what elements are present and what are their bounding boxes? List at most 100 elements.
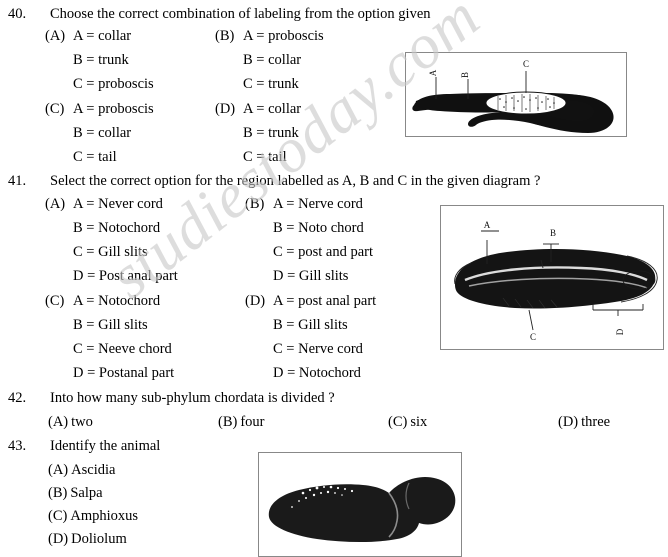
option-text: three [581, 414, 611, 430]
figure-label-d: D [615, 328, 625, 335]
question-41-option-d-line3: C = Nerve cord [273, 341, 363, 357]
question-42-option-c[interactable]: (C)six [388, 414, 427, 430]
question-42-number: 42. [8, 390, 27, 406]
option-line: C = trunk [243, 76, 299, 92]
question-40-stem: Choose the correct combination of labeli… [50, 6, 431, 22]
option-line: C = post and part [273, 244, 373, 260]
question-40-option-a[interactable]: (A) A = collar [45, 28, 131, 44]
question-41-option-c[interactable]: (C) A = Notochord [45, 293, 160, 309]
question-41-option-d[interactable]: (D) A = post anal part [245, 293, 376, 309]
question-43-option-c[interactable]: (C)Amphioxus [48, 508, 138, 524]
option-label: (B) [215, 28, 235, 44]
option-line: A = proboscis [243, 28, 324, 44]
ascidia-drawing [259, 453, 461, 556]
question-40-option-b-line3: C = trunk [243, 76, 299, 92]
option-line: A = collar [243, 101, 302, 117]
option-line: B = trunk [243, 125, 299, 141]
option-label: (B) [218, 414, 238, 430]
figure-label-c: C [523, 59, 529, 69]
question-40-option-c-line2: B = collar [73, 125, 131, 141]
option-line: C = Nerve cord [273, 341, 363, 357]
option-label: (D) [245, 293, 266, 309]
figure-label-a: A [428, 69, 438, 76]
option-text: Salpa [70, 485, 103, 501]
option-label: (D) [558, 414, 579, 430]
question-40-number: 40. [8, 6, 27, 22]
question-40-option-c-line3: C = tail [73, 149, 117, 165]
option-line: A = Notochord [73, 293, 161, 309]
question-41-option-b-line3: C = post and part [273, 244, 373, 260]
question-42-option-d[interactable]: (D)three [558, 414, 610, 430]
question-43-number: 43. [8, 438, 27, 454]
question-41-option-a-line3: C = Gill slits [73, 244, 148, 260]
question-41-option-b[interactable]: (B)A = Nerve cord [245, 196, 363, 212]
option-line: D = Gill slits [273, 268, 349, 284]
option-label: (D) [48, 531, 69, 547]
question-41-option-a-line2: B = Notochord [73, 220, 160, 236]
option-line: A = collar [73, 28, 132, 44]
question-40-option-c[interactable]: (C) A = proboscis [45, 101, 154, 117]
option-label: (A) [48, 414, 69, 430]
option-label: (C) [45, 293, 65, 309]
option-label: (D) [215, 101, 236, 117]
option-line: B = trunk [73, 52, 129, 68]
ascidia-figure [258, 452, 462, 557]
option-text: Doliolum [71, 531, 127, 547]
option-label: (C) [45, 101, 65, 117]
question-43-option-a[interactable]: (A)Ascidia [48, 462, 115, 478]
question-43-stem: Identify the animal [50, 438, 161, 454]
figure-label-b: B [460, 72, 470, 78]
question-41-option-b-line2: B = Noto chord [273, 220, 364, 236]
question-41-option-a-line4: D = Post anal part [73, 268, 178, 284]
option-label: (A) [45, 196, 66, 212]
question-43-option-b[interactable]: (B)Salpa [48, 485, 103, 501]
option-line: B = Noto chord [273, 220, 364, 236]
option-line: D = Post anal part [73, 268, 178, 284]
question-42-option-a[interactable]: (A)two [48, 414, 93, 430]
question-40-option-d-line2: B = trunk [243, 125, 299, 141]
option-line: A = Never cord [73, 196, 163, 212]
question-41-option-d-line4: D = Notochord [273, 365, 361, 381]
question-40-option-b[interactable]: (B) A = proboscis [215, 28, 324, 44]
option-line: B = collar [243, 52, 302, 68]
figure-label-b: B [550, 228, 556, 238]
option-line: A = post anal part [273, 293, 377, 309]
option-label: (A) [45, 28, 66, 44]
hemichordate-figure: A B C [405, 52, 627, 137]
question-42-stem: Into how many sub-phylum chordata is div… [50, 390, 335, 406]
option-line: D = Notochord [273, 365, 361, 381]
option-label: (A) [48, 462, 69, 478]
question-41-option-a[interactable]: (A) A = Never cord [45, 196, 163, 212]
question-40-option-a-line3: C = proboscis [73, 76, 154, 92]
option-line: B = collar [73, 125, 132, 141]
option-line: C = proboscis [73, 76, 154, 92]
question-41-option-c-line4: D = Postanal part [73, 365, 174, 381]
option-line: A = proboscis [73, 101, 154, 117]
option-line: C = tail [243, 149, 287, 165]
option-line: D = Postanal part [73, 365, 175, 381]
question-41-option-c-line3: C = Neeve chord [73, 341, 172, 357]
amphioxus-figure: A B C D [440, 205, 664, 350]
question-40-option-d[interactable]: (D) A = collar [215, 101, 301, 117]
question-41-stem: Select the correct option for the region… [50, 173, 541, 189]
option-line: C = Neeve chord [73, 341, 172, 357]
question-41-number: 41. [8, 173, 27, 189]
question-41-option-b-line4: D = Gill slits [273, 268, 348, 284]
option-text: four [240, 414, 265, 430]
option-text: two [71, 414, 93, 430]
question-43-option-d[interactable]: (D)Doliolum [48, 531, 127, 547]
question-41-option-d-line2: B = Gill slits [273, 317, 348, 333]
option-label: (B) [48, 485, 68, 501]
question-40-option-a-line2: B = trunk [73, 52, 129, 68]
option-text: Amphioxus [70, 508, 139, 524]
option-line: C = Gill slits [73, 244, 148, 260]
option-line: A = Nerve cord [273, 196, 363, 212]
question-41-option-c-line2: B = Gill slits [73, 317, 148, 333]
option-text: Ascidia [71, 462, 116, 478]
option-line: B = Gill slits [73, 317, 148, 333]
amphioxus-drawing: A B C D [441, 206, 663, 349]
question-40-option-b-line2: B = collar [243, 52, 301, 68]
question-42-option-b[interactable]: (B)four [218, 414, 265, 430]
option-line: B = Gill slits [273, 317, 348, 333]
